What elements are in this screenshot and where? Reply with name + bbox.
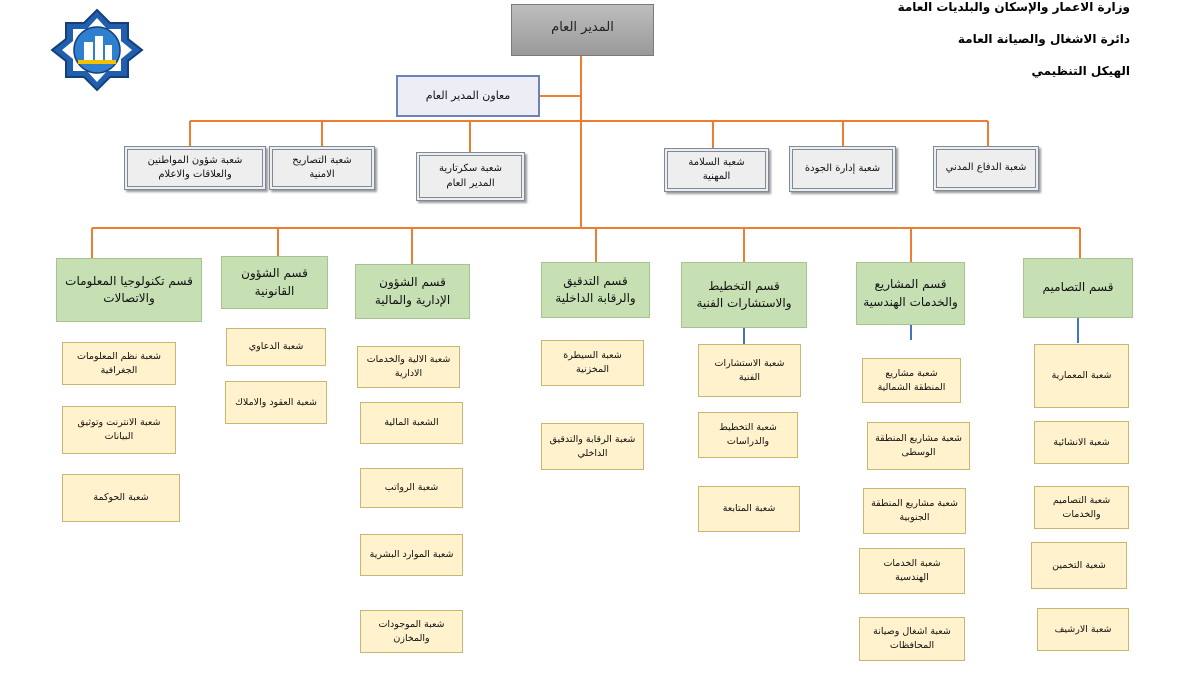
section-legal-affairs: قسم الشؤون القانونية [221,256,328,309]
branch-human-resources: شعبة الموارد البشرية [360,534,463,576]
branch-architecture: شعبة المعمارية [1034,344,1129,408]
branch-engineering-services: شعبة الخدمات الهندسية [859,548,965,594]
section-admin-finance: قسم الشؤون الإدارية والمالية [355,264,470,319]
branch-technical-consultancy: شعبة الاستشارات الفنية [698,344,801,397]
unit-dg-secretariat: شعبة سكرتارية المدير العام [416,152,525,201]
deputy-director-box: معاون المدير العام [396,75,540,117]
branch-structural: شعبة الانشائية [1034,421,1129,464]
branch-estimation: شعبة التخمين [1031,542,1127,589]
branch-inventory-control: شعبة السيطرة المخزنية [541,340,644,386]
branch-gis: شعبة نظم المعلومات الجغرافية [62,342,176,385]
branch-provinces-maintenance: شعبة اشغال وصيانة المحافظات [859,617,965,661]
section-designs: قسم التصاميم [1023,258,1133,318]
branch-internal-control: شعبة الرقابة والتدقيق الداخلي [541,423,644,470]
branch-central-projects: شعبة مشاريع المنطقة الوسطى [867,422,970,470]
branch-finance: الشعبة المالية [360,402,463,444]
unit-citizens-affairs: شعبة شؤون المواطنين والعلاقات والاعلام [124,146,266,190]
branch-governance: شعبة الحوكمة [62,474,180,522]
branch-admin-services: شعبة الالية والخدمات الادارية [357,346,460,388]
branch-designs-services: شعبة التصاميم والخدمات [1034,486,1129,529]
branch-salaries: شعبة الرواتب [360,468,463,508]
director-general-box: المدير العام [511,4,654,56]
branch-archive: شعبة الارشيف [1037,608,1129,651]
ministry-logo [50,8,144,92]
ministry-title: وزارة الاعمار والإسكان والبلديات العامة [897,0,1130,14]
unit-occupational-safety: شعبة السلامة المهنية [664,148,769,192]
section-it-communications: قسم تكنولوجيا المعلومات والاتصالات [56,258,202,322]
directorate-title: دائرة الاشغال والصيانة العامة [957,32,1130,46]
section-internal-audit: قسم التدقيق والرقابة الداخلية [541,262,650,318]
unit-civil-defense: شعبة الدفاع المدني [933,146,1039,191]
org-structure-title: الهيكل التنظيمي [1031,64,1131,78]
section-projects-engineering: قسم المشاريع والخدمات الهندسية [856,262,965,325]
branch-north-projects: شعبة مشاريع المنطقة الشمالية [862,358,961,403]
branch-assets-stores: شعبة الموجودات والمخازن [360,610,463,653]
branch-south-projects: شعبة مشاريع المنطقة الجنوبية [863,488,966,534]
branch-planning-studies: شعبة التخطيط والدراسات [698,412,798,458]
unit-security-permits: شعبة التصاريح الامنية [269,146,375,190]
branch-internet-data: شعبة الانترنت وتوثيق البيانات [62,406,176,454]
section-planning-consultancy: قسم التخطيط والاستشارات الفنية [681,262,807,328]
branch-follow-up: شعبة المتابعة [698,486,800,532]
branch-contracts-properties: شعبة العقود والاملاك [225,381,327,424]
unit-quality-management: شعبة إدارة الجودة [789,146,896,192]
branch-lawsuits: شعبة الدعاوي [226,328,326,366]
